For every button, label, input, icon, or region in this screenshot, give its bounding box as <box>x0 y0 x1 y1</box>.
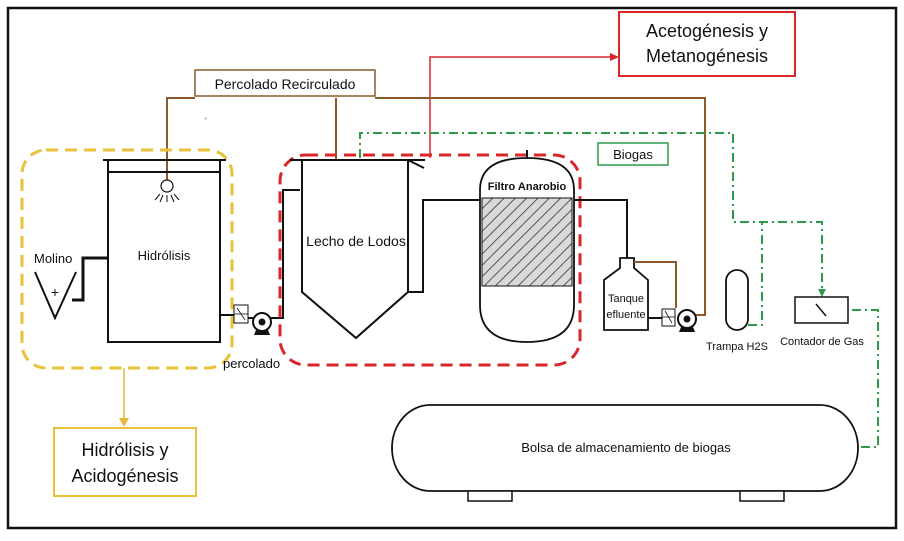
lecho-de-lodos-reactor: Lecho de Lodos <box>290 159 425 340</box>
filtro-to-tanque-pipe <box>574 199 628 258</box>
pump-to-lecho-pipe <box>271 189 300 319</box>
contador-label: Contador de Gas <box>780 336 864 348</box>
hidrolisis-acid-line2: Acidogénesis <box>71 466 178 486</box>
biogas-label-box: Biogas <box>597 142 669 166</box>
bolsa-label: Bolsa de almacenamiento de biogas <box>521 440 731 455</box>
biogas-label: Biogas <box>613 147 653 162</box>
lecho-to-filtro-pipe <box>408 199 480 293</box>
percolado-recirculado-label-box: Percolado Recirculado <box>194 69 376 97</box>
acetogenesis-title-line1: Acetogénesis y <box>646 21 768 41</box>
red-arrow <box>429 53 619 158</box>
tick-mark: ' <box>205 116 207 126</box>
hidrolisis-label: Hidrólisis <box>138 248 191 263</box>
tanque-label-line1: Tanque <box>608 293 644 305</box>
tanque-label-line2: efluente <box>606 309 645 321</box>
lecho-de-lodos-label: Lecho de Lodos <box>306 233 406 249</box>
percolado-label: percolado <box>223 356 280 371</box>
acetogenesis-label-box: Acetogénesis y Metanogénesis <box>618 11 796 77</box>
outer-border <box>6 6 898 530</box>
tanque-recirculation-pipe <box>634 261 677 308</box>
tanque-efluente: Tanque efluente <box>603 257 649 331</box>
contador-de-gas: Contador de Gas <box>780 296 864 348</box>
hidrolisis-acidogenesis-label-box: Hidrólisis y Acidogénesis <box>53 427 197 497</box>
filtro-anarobio-column: Filtro Anarobio <box>479 150 575 343</box>
molino-grinder: Molino + <box>34 251 108 321</box>
bolsa-almacenamiento: Bolsa de almacenamiento de biogas <box>391 404 859 502</box>
filtro-anarobio-label: Filtro Anarobio <box>488 181 567 193</box>
flow-meter-2-icon <box>661 308 676 327</box>
pump-2-icon <box>677 309 697 332</box>
acetogenesis-title-line2: Metanogénesis <box>646 46 768 66</box>
pump-2-return-pipe <box>696 305 706 316</box>
pump-1-icon <box>252 312 272 335</box>
trampa-h2s: Trampa H2S <box>706 269 768 353</box>
percolado-recirculado-pipe <box>166 97 706 305</box>
trampa-label: Trampa H2S <box>706 341 768 353</box>
molino-label: Molino <box>34 251 72 266</box>
gas-meter-arrow <box>818 289 826 297</box>
molino-plus: + <box>51 284 59 300</box>
biogas-line <box>359 132 879 448</box>
hidrolisis-tank: Hidrólisis <box>103 159 226 343</box>
yellow-arrow <box>119 368 129 427</box>
yellow-group-outline <box>20 148 234 370</box>
hidrolisis-acid-line1: Hidrólisis y <box>81 440 168 460</box>
red-group-outline <box>278 153 582 367</box>
sprinkler-icon <box>154 179 180 203</box>
percolado-recirculado-label: Percolado Recirculado <box>215 76 356 92</box>
flow-meter-1-icon <box>233 304 249 324</box>
